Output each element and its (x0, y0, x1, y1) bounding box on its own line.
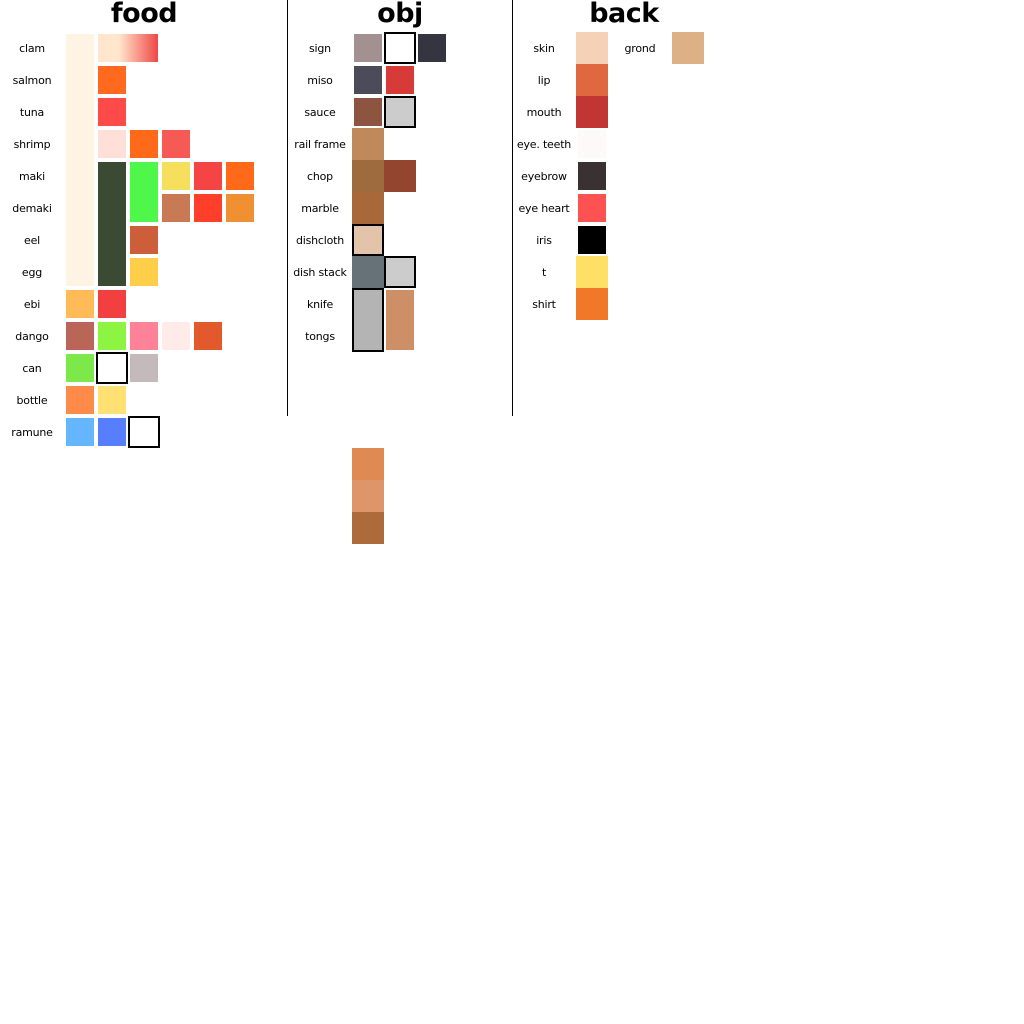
dango-swatch-2[interactable] (98, 322, 126, 350)
miso-swatch-1[interactable] (354, 66, 382, 94)
extra-swatch-2[interactable] (352, 480, 384, 512)
shrimp-swatch-1[interactable] (98, 130, 126, 158)
food-label-tuna: tuna (19, 106, 45, 119)
maki-swatch-red[interactable] (194, 162, 222, 190)
back-label-eye-teeth: eye. teeth (516, 138, 572, 151)
back-label-mouth: mouth (526, 106, 562, 119)
obj-label-chop: chop (307, 170, 333, 183)
dango-swatch-4[interactable] (162, 322, 190, 350)
sign-swatch-3[interactable] (418, 34, 446, 62)
food-label-egg: egg (21, 266, 43, 279)
back-label-eyebrow: eyebrow (521, 170, 567, 183)
dish-stack-swatch-2[interactable] (384, 256, 416, 288)
food-label-salmon: salmon (12, 74, 52, 87)
food-label-clam: clam (19, 42, 45, 55)
salmon-swatch[interactable] (98, 66, 126, 94)
food-label-ebi: ebi (23, 298, 41, 311)
dango-swatch-1[interactable] (66, 322, 94, 350)
back-label-grond: grond (624, 42, 656, 55)
divider-obj-back (512, 0, 513, 416)
shrimp-swatch-2[interactable] (130, 130, 158, 158)
egg-swatch[interactable] (130, 258, 158, 286)
obj-label-miso: miso (307, 74, 333, 87)
maki-green-swatch[interactable] (130, 162, 158, 222)
back-label-eye-heart: eye heart (518, 202, 570, 215)
rice-column-swatch[interactable] (66, 34, 94, 286)
sign-swatch-1[interactable] (354, 34, 382, 62)
bottle-swatch-1[interactable] (66, 386, 94, 414)
skin-swatch[interactable] (576, 32, 608, 64)
extra-swatch-1[interactable] (352, 448, 384, 480)
demaki-swatch-2[interactable] (194, 194, 222, 222)
food-label-demaki: demaki (12, 202, 52, 215)
food-label-dango: dango (15, 330, 49, 343)
food-label-bottle: bottle (16, 394, 48, 407)
ramune-swatch-1[interactable] (66, 418, 94, 446)
obj-label-rail-frame: rail frame (294, 138, 346, 151)
extra-swatch-3[interactable] (352, 512, 384, 544)
eyebrow-swatch[interactable] (578, 162, 606, 190)
ramune-swatch-3[interactable] (128, 416, 160, 448)
dango-swatch-5[interactable] (194, 322, 222, 350)
can-swatch-1[interactable] (66, 354, 94, 382)
ebi-swatch-2[interactable] (98, 290, 126, 318)
food-label-eel: eel (24, 234, 40, 247)
clam-gradient-swatch[interactable] (98, 34, 158, 62)
food-label-shrimp: shrimp (13, 138, 51, 151)
eye-heart-swatch[interactable] (578, 194, 606, 222)
shirt-swatch[interactable] (576, 288, 608, 320)
section-title-food: food (110, 0, 178, 29)
mouth-swatch[interactable] (576, 96, 608, 128)
obj-label-tongs: tongs (305, 330, 335, 343)
obj-label-knife: knife (306, 298, 334, 311)
sauce-swatch-2[interactable] (384, 96, 416, 128)
obj-label-sauce: sauce (304, 106, 336, 119)
obj-label-sign: sign (309, 42, 331, 55)
demaki-swatch-1[interactable] (162, 194, 190, 222)
sign-swatch-2[interactable] (384, 32, 416, 64)
tuna-swatch[interactable] (98, 98, 126, 126)
lip-swatch[interactable] (576, 64, 608, 96)
back-label-skin: skin (533, 42, 555, 55)
grond-swatch[interactable] (672, 32, 704, 64)
shrimp-swatch-3[interactable] (162, 130, 190, 158)
demaki-swatch-3[interactable] (226, 194, 254, 222)
t-swatch[interactable] (576, 256, 608, 288)
back-label-iris: iris (536, 234, 552, 247)
miso-swatch-2[interactable] (386, 66, 414, 94)
bottle-swatch-2[interactable] (98, 386, 126, 414)
knife-tongs-swatch[interactable] (352, 288, 384, 352)
can-swatch-3[interactable] (130, 354, 158, 382)
nori-column-swatch[interactable] (98, 162, 126, 286)
tongs-side-swatch[interactable] (386, 290, 414, 350)
rail-frame-swatch[interactable] (352, 128, 384, 160)
food-label-ramune: ramune (11, 426, 53, 439)
section-title-back: back (589, 0, 659, 29)
can-swatch-2[interactable] (96, 352, 128, 384)
divider-food-obj (287, 0, 288, 416)
section-title-obj: obj (377, 0, 423, 29)
maki-swatch-yellow[interactable] (162, 162, 190, 190)
marble-swatch[interactable] (352, 192, 384, 224)
sauce-swatch-1[interactable] (354, 98, 382, 126)
ebi-swatch-1[interactable] (66, 290, 94, 318)
eye-teeth-swatch[interactable] (578, 130, 606, 158)
ramune-swatch-2[interactable] (98, 418, 126, 446)
iris-swatch[interactable] (578, 226, 606, 254)
obj-label-dish-stack: dish stack (293, 266, 347, 279)
chop-swatch-2[interactable] (384, 160, 416, 192)
dishcloth-swatch[interactable] (352, 224, 384, 256)
eel-swatch[interactable] (130, 226, 158, 254)
back-label-shirt: shirt (532, 298, 556, 311)
dish-stack-swatch-1[interactable] (352, 256, 384, 288)
food-label-maki: maki (18, 170, 46, 183)
chop-swatch-1[interactable] (352, 160, 384, 192)
back-label-lip: lip (537, 74, 551, 87)
obj-label-marble: marble (301, 202, 339, 215)
back-label-t: t (541, 266, 547, 279)
dango-swatch-3[interactable] (130, 322, 158, 350)
maki-swatch-orange[interactable] (226, 162, 254, 190)
food-label-can: can (22, 362, 42, 375)
obj-label-dishcloth: dishcloth (295, 234, 345, 247)
